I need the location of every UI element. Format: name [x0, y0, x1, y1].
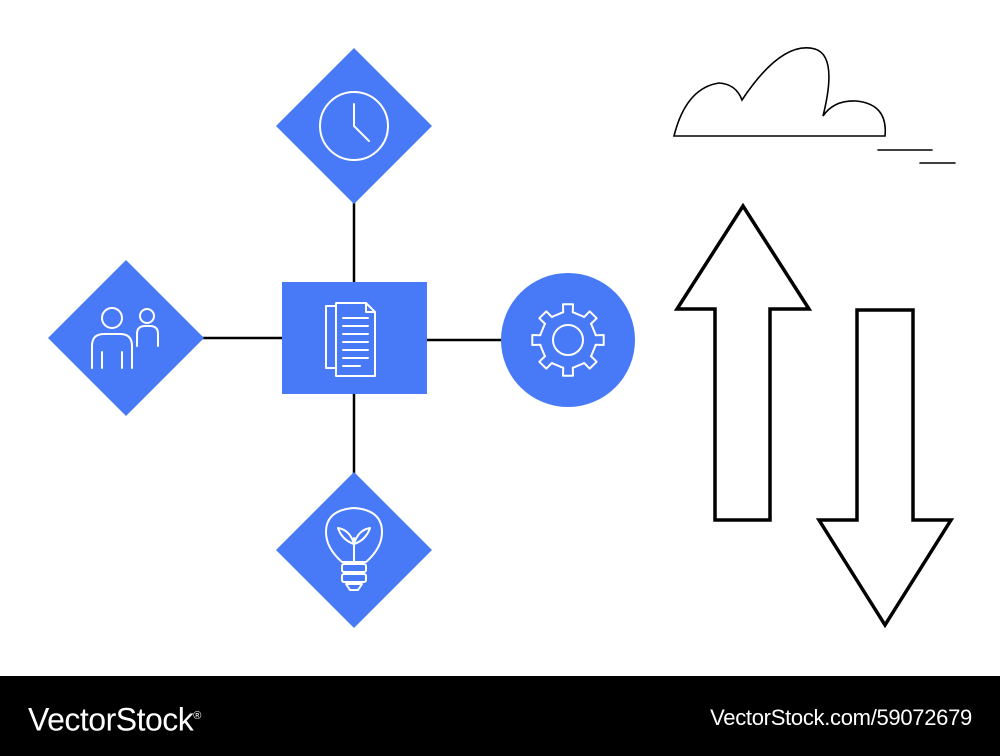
brand-logo-text: VectorStock®: [28, 696, 201, 740]
connector-lines: [200, 200, 504, 476]
node-right-circle: [501, 273, 635, 407]
arrow-down-outline: [815, 308, 955, 629]
cloud-outline: [672, 47, 956, 164]
hub-diagram: [48, 47, 956, 629]
hub-square: [282, 282, 427, 394]
users-icon: [91, 307, 159, 369]
brand-registered-mark: ®: [193, 710, 201, 722]
watermark-bar: VectorStock® VectorStock.com/59072679: [0, 676, 1000, 756]
image-credit: VectorStock.com/59072679: [710, 705, 972, 730]
node-top-diamond: [276, 48, 432, 204]
document-icon: [325, 302, 376, 377]
lightbulb-icon: [325, 507, 383, 591]
clock-icon: [319, 91, 389, 161]
node-left-diamond: [48, 260, 204, 416]
gear-icon: [531, 303, 605, 377]
brand-name: VectorStock: [28, 701, 194, 738]
node-bottom-diamond: [276, 472, 432, 628]
arrow-up-outline: [673, 202, 813, 522]
